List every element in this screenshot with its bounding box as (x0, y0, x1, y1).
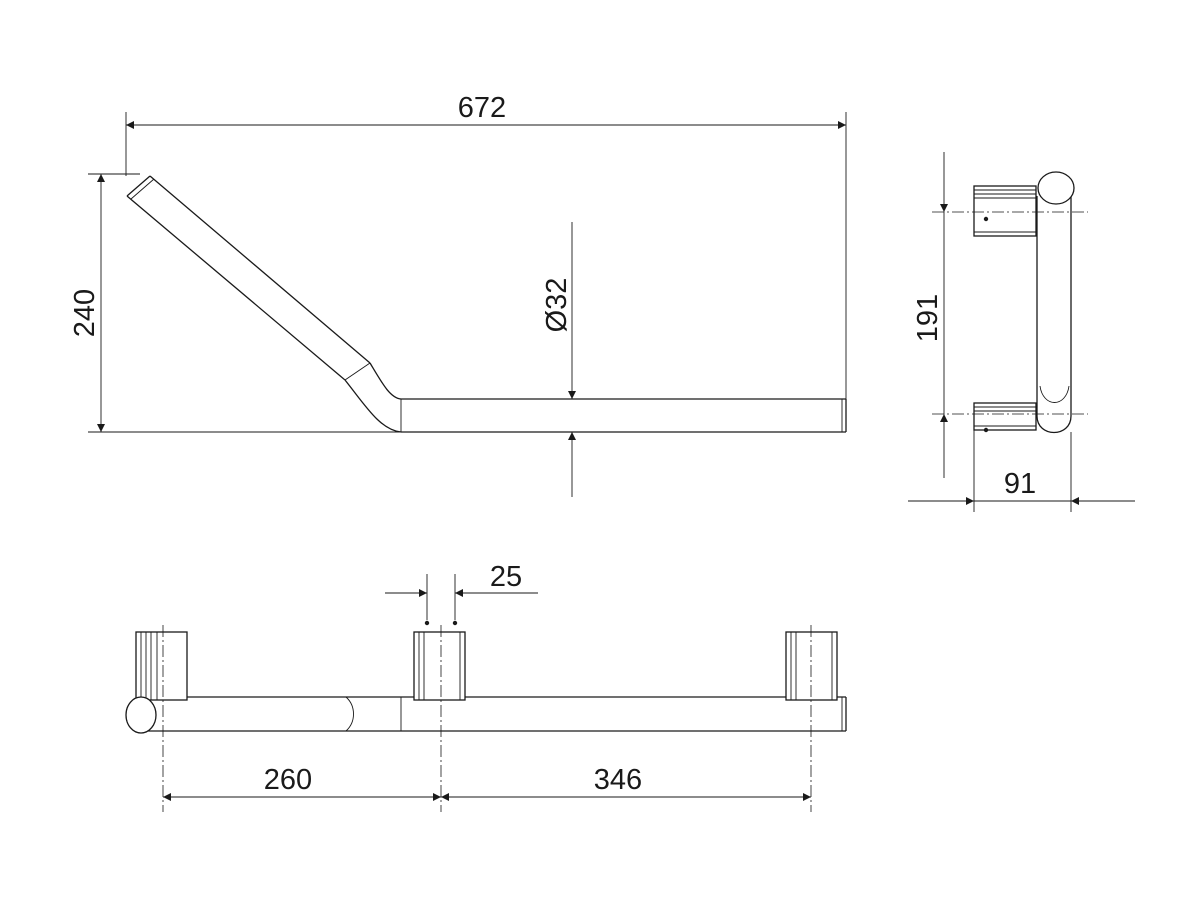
tube-bottom-round (1036, 415, 1072, 433)
dim-240-label: 240 (69, 289, 101, 337)
top-tube-left-end (125, 696, 157, 734)
tube-top-end (1037, 171, 1075, 205)
dim-dia-label: Ø32 (541, 278, 573, 333)
tube-bend-mark (1039, 385, 1070, 403)
angled-tube-end (126, 175, 151, 197)
dim-346-label: 346 (594, 764, 642, 796)
middle-bracket-hole-right (452, 620, 458, 626)
top-screw-hole (983, 216, 989, 222)
dim-25-label: 25 (490, 561, 522, 593)
top-flange (973, 185, 1037, 237)
middle-bracket (413, 631, 466, 701)
bottom-screw-hole (983, 427, 989, 433)
dim-260-label: 260 (264, 764, 312, 796)
right-bracket (785, 631, 838, 701)
dim-91-label: 91 (1004, 468, 1036, 500)
top-tube-bend (345, 696, 354, 732)
dim-672-label: 672 (458, 92, 506, 124)
bend-inner (344, 379, 402, 433)
bend-joint (344, 362, 371, 381)
bottom-flange (973, 402, 1037, 431)
angled-tube-end-rim (130, 178, 155, 200)
angled-tube-edge-lower (149, 175, 371, 364)
side-view: 191 91 (908, 152, 1135, 512)
middle-bracket-hole-left (424, 620, 430, 626)
left-bracket (135, 631, 188, 701)
bend-outer (369, 362, 402, 400)
angled-tube-edge-upper (126, 195, 346, 381)
top-view: 25 260 346 (125, 561, 847, 812)
front-view: 672 240 Ø32 (69, 92, 847, 497)
dim-191-label: 191 (912, 294, 944, 342)
